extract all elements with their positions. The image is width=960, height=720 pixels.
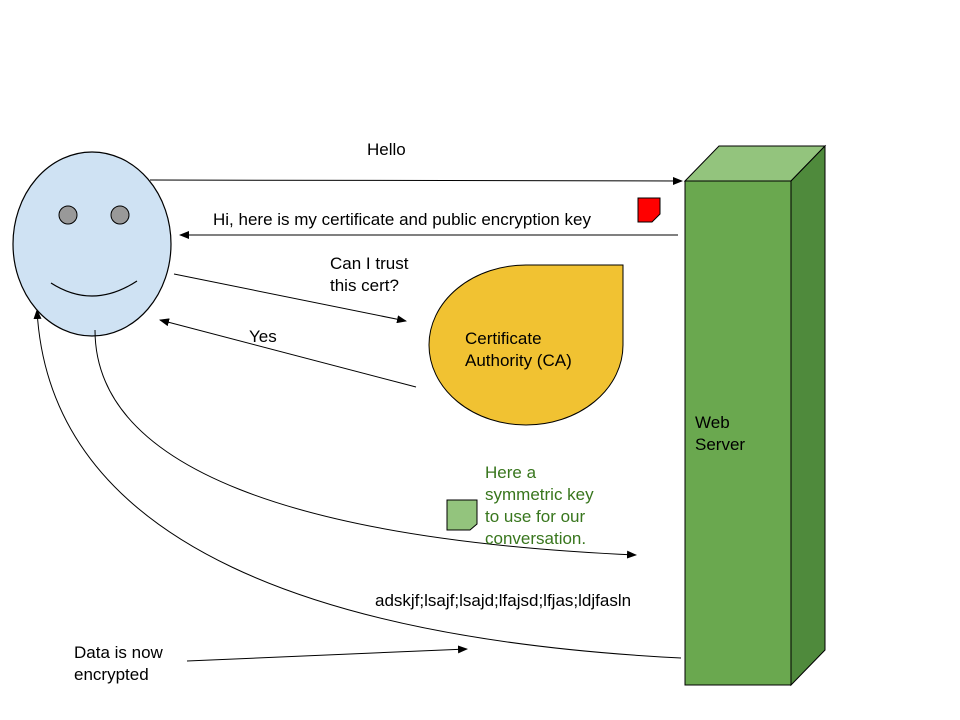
certificate-authority-label: Certificate Authority (CA)	[465, 329, 572, 370]
trust-question-label: Can I trust this cert?	[330, 254, 409, 295]
face-circle	[12, 151, 172, 337]
server-front-face	[684, 180, 792, 686]
yes-arrow	[159, 318, 417, 388]
symmetric-key-message-label: Here a symmetric key to use for our conv…	[485, 463, 594, 548]
certificate-authority-shape	[428, 264, 624, 426]
trust-question-arrow	[173, 273, 407, 324]
symmetric-key-arrow	[94, 329, 637, 559]
encrypted-data-arrow	[33, 309, 682, 659]
web-server-label: Web Server	[695, 413, 746, 454]
certificate-message-label: Hi, here is my certificate and public en…	[213, 210, 591, 229]
symmetric-key-document-icon	[446, 499, 478, 531]
hello-arrow	[149, 176, 683, 185]
right-eye	[110, 205, 130, 225]
left-eye	[58, 205, 78, 225]
server-box-icon	[683, 144, 827, 687]
encrypted-note-label: Data is now encrypted	[74, 643, 163, 684]
certificate-document-icon	[637, 197, 661, 223]
smiley-face-icon	[12, 151, 172, 337]
encrypted-note-arrow	[186, 645, 468, 662]
smile-mouth	[50, 280, 138, 297]
yes-label: Yes	[249, 327, 277, 346]
hello-label: Hello	[367, 140, 406, 159]
ciphertext-label: adskjf;lsajf;lsajd;lfajsd;lfjas;ldjfasln	[375, 591, 632, 610]
server-side-face	[790, 144, 826, 687]
